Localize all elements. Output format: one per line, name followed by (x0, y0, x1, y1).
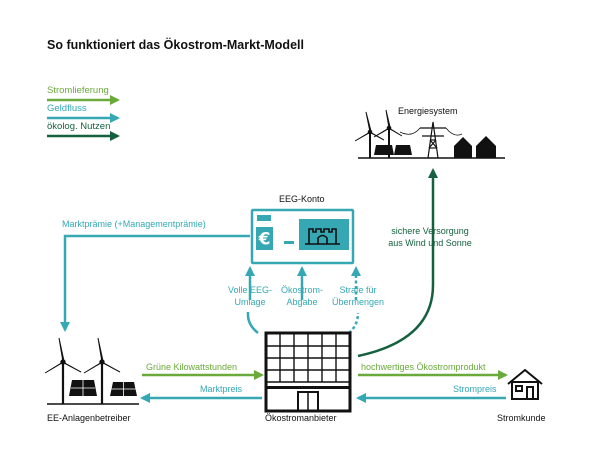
produkt-label: hochwertiges Ökostromprodukt (361, 362, 486, 372)
oekostrom-abgabe-label-1: Ökostrom- (280, 285, 323, 295)
sichere-versorgung-label-2: aus Wind und Sonne (388, 238, 472, 248)
anlagenbetreiber-icons (44, 337, 139, 405)
legend-geldfluss: Geldfluss (47, 103, 87, 114)
sichere-versorgung-arrow (357, 168, 438, 358)
page-title: So funktioniert das Ökostrom-Markt-Model… (47, 38, 304, 52)
wind-turbine-icon (44, 337, 82, 404)
house-icon (454, 136, 496, 158)
wind-turbine-icon (83, 337, 121, 404)
strafe-label-2: Übermengen (331, 297, 385, 307)
stromkunde-house-icon (507, 368, 543, 400)
oekostrom-abgabe-label-2: Abgabe (286, 297, 318, 307)
volle-eeg-label-2: Umlage (234, 297, 266, 307)
strompreis-label: Strompreis (453, 384, 497, 394)
legend-nutzen: ökolog. Nutzen (47, 121, 111, 132)
volle-eeg-umlage-arrow (248, 268, 258, 334)
eeg-konto-box: € (250, 208, 355, 265)
stromkunde-label: Stromkunde (497, 413, 546, 423)
castle-icon (305, 228, 340, 245)
anlagenbetreiber-label: EE-Anlagenbetreiber (47, 413, 131, 423)
wind-turbine-icon (354, 111, 385, 158)
marktpraemie-arrow (60, 234, 250, 332)
energiesystem-icons (354, 109, 505, 159)
strafe-curve (348, 312, 360, 334)
strafe-label-1: Strafe für (339, 285, 377, 295)
euro-icon: € (258, 230, 271, 250)
solar-panel-icon (374, 145, 412, 155)
volle-eeg-label-1: Volle EEG- (227, 285, 273, 295)
legend-stromlieferung: Stromlieferung (47, 85, 109, 96)
marktpraemie-label: Marktprämie (+Managementprämie) (62, 219, 206, 229)
sichere-versorgung-label-1: sichere Versorgung (391, 226, 469, 236)
marktpreis-label: Marktpreis (200, 384, 243, 394)
energiesystem-label: Energiesystem (398, 106, 458, 116)
oekostromanbieter-label: Ökostromanbieter (265, 413, 337, 423)
eeg-konto-label: EEG-Konto (279, 194, 325, 204)
office-building-icon (264, 331, 352, 413)
power-pylon-icon (399, 121, 463, 159)
gruene-kwh-label: Grüne Kilowattstunden (146, 362, 238, 372)
